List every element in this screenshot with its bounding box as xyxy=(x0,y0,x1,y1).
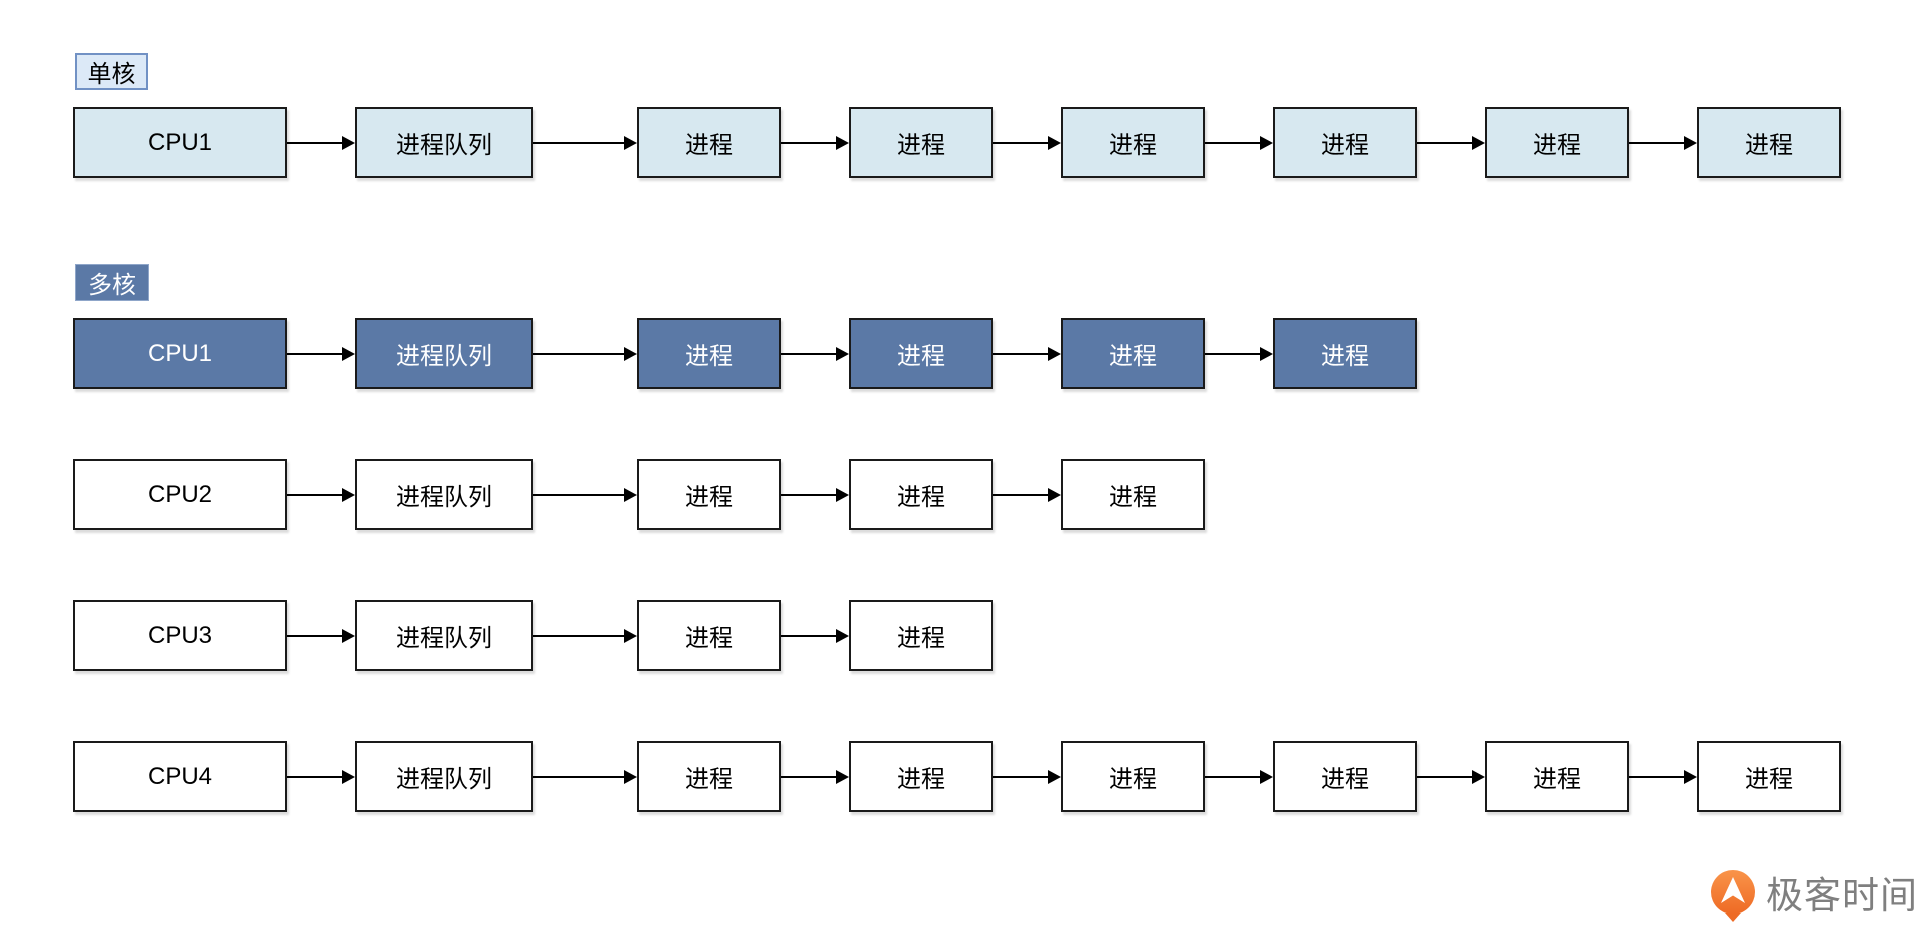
process-box: 进程 xyxy=(637,459,781,530)
process-box: 进程 xyxy=(1061,741,1205,812)
arrow-right-icon xyxy=(1629,769,1697,784)
arrow-right-icon xyxy=(533,487,637,502)
process-box: 进程 xyxy=(637,107,781,178)
arrow-right-icon xyxy=(781,487,849,502)
process-queue-box: 进程队列 xyxy=(355,459,533,530)
arrow-right-icon xyxy=(1417,135,1485,150)
arrow-right-icon xyxy=(533,346,637,361)
arrow-right-icon xyxy=(287,487,355,502)
cpu-box: CPU3 xyxy=(73,600,287,671)
process-box: 进程 xyxy=(1273,318,1417,389)
multi-core-cpu1-chain: CPU1 进程队列 进程 进程 进程 进程 xyxy=(73,318,1417,389)
section-label-single-core: 单核 xyxy=(75,53,148,90)
multi-core-cpu2-chain: CPU2 进程队列 进程 进程 进程 xyxy=(73,459,1205,530)
arrow-right-icon xyxy=(993,346,1061,361)
arrow-right-icon xyxy=(533,628,637,643)
process-box: 进程 xyxy=(1485,741,1629,812)
arrow-right-icon xyxy=(781,346,849,361)
arrow-right-icon xyxy=(993,769,1061,784)
process-box: 进程 xyxy=(1697,741,1841,812)
geektime-logo-icon xyxy=(1706,869,1760,923)
process-queue-box: 进程队列 xyxy=(355,318,533,389)
arrow-right-icon xyxy=(287,135,355,150)
process-box: 进程 xyxy=(849,107,993,178)
cpu-box: CPU4 xyxy=(73,741,287,812)
arrow-right-icon xyxy=(1629,135,1697,150)
arrow-right-icon xyxy=(993,135,1061,150)
arrow-right-icon xyxy=(781,628,849,643)
process-box: 进程 xyxy=(1061,107,1205,178)
process-queue-box: 进程队列 xyxy=(355,741,533,812)
arrow-right-icon xyxy=(533,135,637,150)
process-box: 进程 xyxy=(1061,318,1205,389)
cpu-box: CPU2 xyxy=(73,459,287,530)
process-queue-box: 进程队列 xyxy=(355,107,533,178)
process-box: 进程 xyxy=(1061,459,1205,530)
process-box: 进程 xyxy=(849,318,993,389)
brand-watermark: 极客时间 xyxy=(1706,869,1918,923)
process-queue-box: 进程队列 xyxy=(355,600,533,671)
process-box: 进程 xyxy=(1273,741,1417,812)
process-box: 进程 xyxy=(1697,107,1841,178)
brand-name: 极客时间 xyxy=(1766,875,1918,916)
arrow-right-icon xyxy=(781,769,849,784)
arrow-right-icon xyxy=(993,487,1061,502)
process-box: 进程 xyxy=(849,741,993,812)
process-box: 进程 xyxy=(849,600,993,671)
single-core-cpu1-chain: CPU1 进程队列 进程 进程 进程 进程 进程 进程 xyxy=(73,107,1841,178)
multi-core-cpu3-chain: CPU3 进程队列 进程 进程 xyxy=(73,600,993,671)
arrow-right-icon xyxy=(1417,769,1485,784)
arrow-right-icon xyxy=(1205,769,1273,784)
multi-core-cpu4-chain: CPU4 进程队列 进程 进程 进程 进程 进程 进程 xyxy=(73,741,1841,812)
cpu-box: CPU1 xyxy=(73,318,287,389)
arrow-right-icon xyxy=(1205,346,1273,361)
process-box: 进程 xyxy=(849,459,993,530)
process-box: 进程 xyxy=(637,741,781,812)
process-box: 进程 xyxy=(637,600,781,671)
section-label-multi-core: 多核 xyxy=(75,264,149,301)
cpu-box: CPU1 xyxy=(73,107,287,178)
process-box: 进程 xyxy=(637,318,781,389)
arrow-right-icon xyxy=(1205,135,1273,150)
arrow-right-icon xyxy=(287,628,355,643)
arrow-right-icon xyxy=(287,346,355,361)
process-box: 进程 xyxy=(1273,107,1417,178)
arrow-right-icon xyxy=(781,135,849,150)
process-box: 进程 xyxy=(1485,107,1629,178)
arrow-right-icon xyxy=(287,769,355,784)
arrow-right-icon xyxy=(533,769,637,784)
